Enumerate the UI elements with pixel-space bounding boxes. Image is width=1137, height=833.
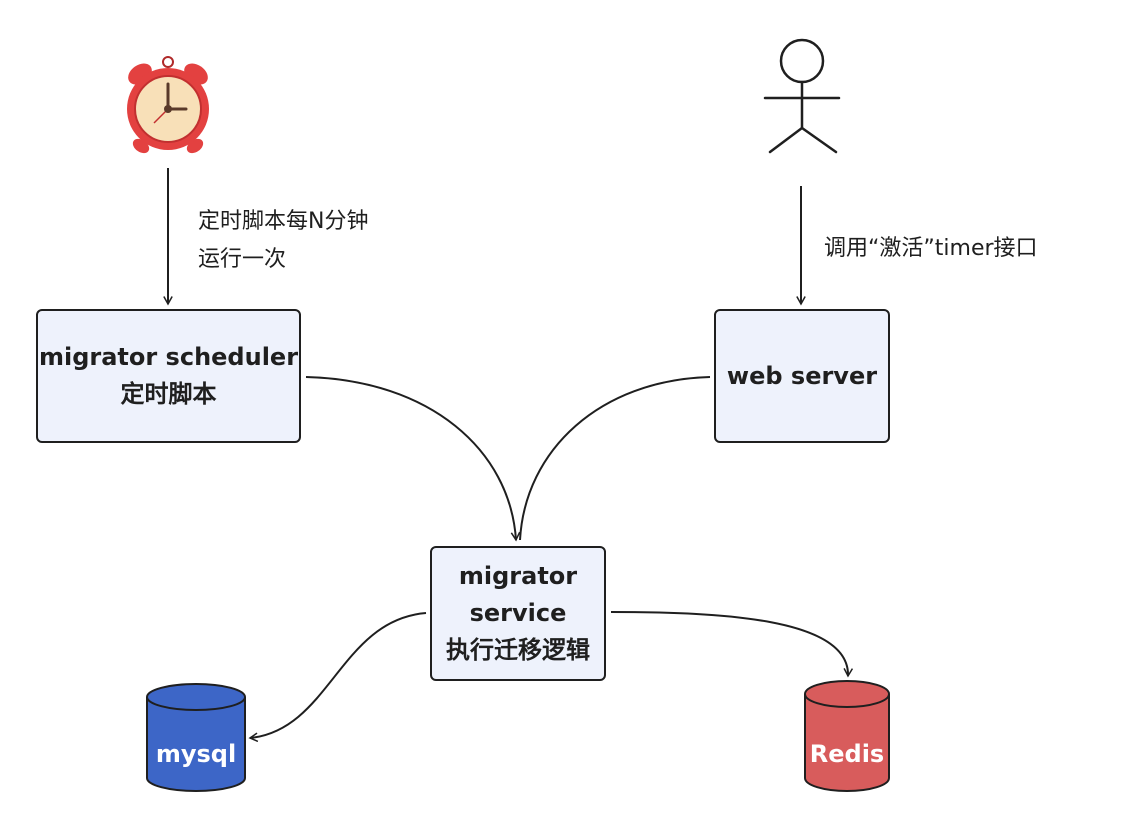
cron-note: 定时脚本每N分钟 运行一次 [198,203,368,279]
service-to-redis-edge [610,611,854,678]
cron-note-line1: 定时脚本每N分钟 [198,209,369,234]
service-line1: migrator [458,562,578,590]
alarm-clock-icon [127,56,209,154]
mysql-label: mysql [155,740,237,768]
stick-figure-user-icon [763,38,841,154]
migrator-service-node: migrator service 执行迁移逻辑 [430,546,606,681]
scheduler-title: migrator scheduler [38,343,299,371]
scheduler-subtitle: 定时脚本 [120,380,217,408]
web-server-title: web server [726,361,878,390]
cron-note-line2: 运行一次 [198,247,287,272]
service-line3: 执行迁移逻辑 [446,636,590,664]
service-to-mysql-edge [248,612,427,743]
redis-label: Redis [809,740,885,768]
web-server-node: web server [714,309,890,443]
service-line2: service [469,599,567,627]
redis-database-icon [804,680,890,792]
migrator-scheduler-node: migrator scheduler 定时脚本 [36,309,301,443]
scheduler-to-service-edge [305,376,521,542]
mysql-database-icon [146,683,246,792]
activate-note: 调用“激活”timer接口 [824,236,1038,261]
web-to-service-edge [519,376,711,541]
